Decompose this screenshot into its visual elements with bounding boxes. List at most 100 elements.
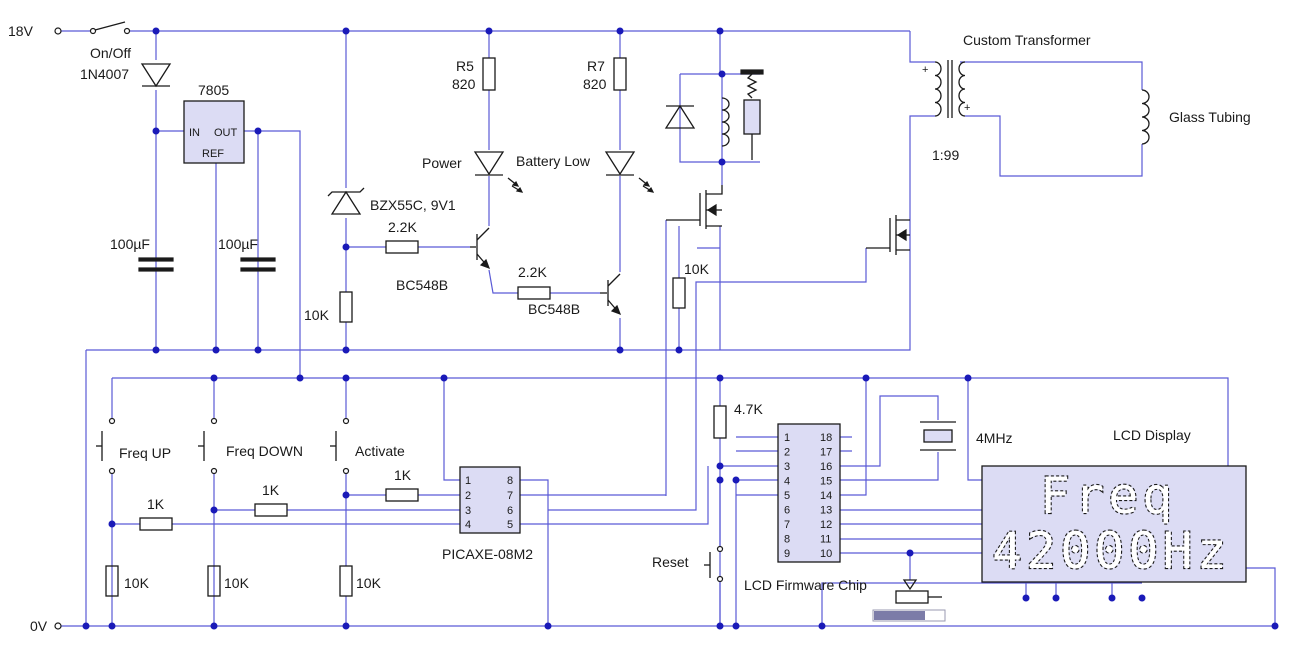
label-reg-ref: REF [202,148,224,160]
resistor-reset-4k7 [713,405,727,439]
label-battery-led: Battery Low [516,153,591,169]
label-reg-out: OUT [214,127,238,139]
chip-pin-6: 6 [784,505,790,517]
resistor-r5 [482,57,496,91]
junctions [82,27,1279,630]
label-q1: BC548B [396,277,448,293]
chip-pin-10: 10 [820,548,832,560]
label-r-down: 1K [262,482,280,498]
terminal-0v [54,622,62,630]
label-diode: 1N4007 [80,66,129,82]
resistor-r7 [613,57,627,91]
chip-pin-1: 1 [784,432,790,444]
label-pd2: 10K [224,575,250,591]
chip-pin-14: 14 [820,490,832,502]
relay-coil [721,97,730,147]
capacitor-2 [240,257,276,272]
resistor-freq-down-1k [254,503,288,517]
relay-solenoid [740,69,764,160]
custom-transformer: + + [922,60,970,118]
pic-pin-4: 4 [465,519,471,531]
label-0v: 0V [30,618,48,634]
lcd-display: Freq 42000Hz [981,465,1247,583]
crystal-4mhz [920,421,956,451]
chip-pin-7: 7 [784,519,790,531]
chip-pin-17: 17 [820,447,832,459]
resistor-pulldown-3 [339,565,353,597]
zener-diode [327,187,365,215]
chip-pin-9: 9 [784,548,790,560]
lcd-line-2: 42000Hz [992,522,1231,580]
label-r-act: 1K [394,467,412,483]
chip-pin-4: 4 [784,476,790,488]
label-cap1: 100µF [110,236,150,252]
pic-pin-3: 3 [465,505,471,517]
pic-pin-5: 5 [507,519,513,531]
resistor-base-q1 [385,240,419,254]
label-freq-up: Freq UP [119,445,171,461]
chip-pin-13: 13 [820,505,832,517]
chip-pin-12: 12 [820,519,832,531]
regulator-7805: IN OUT REF [183,100,245,164]
picaxe-08m2-chip: 1 2 3 4 8 7 6 5 [459,466,521,534]
power-switch[interactable] [89,21,131,35]
mosfet-1 [666,185,723,229]
lcd-line-1: Freq [1040,467,1176,525]
label-pd1: 10K [124,575,150,591]
button-activate[interactable] [330,417,350,475]
label-power-led: Power [422,155,462,171]
label-crystal: 4MHz [976,430,1013,446]
label-regulator: 7805 [198,82,229,98]
led-battery-low [604,151,655,193]
label-q2: BC548B [528,301,580,317]
pic-pin-2: 2 [465,490,471,502]
led-power [473,151,524,193]
label-lcd-display: LCD Display [1113,427,1191,443]
terminal-18v [54,27,62,35]
label-r-gate: 10K [684,261,710,277]
pic-pin-1: 1 [465,475,471,487]
label-reg-in: IN [189,127,200,139]
chip-pin-3: 3 [784,461,790,473]
chip-pin-2: 2 [784,447,790,459]
capacitor-1 [138,257,174,272]
label-switch: On/Off [90,45,131,61]
contrast-potentiometer[interactable] [895,579,942,604]
label-r-reset: 4.7K [734,401,763,417]
relay-diode [664,104,696,129]
pic-pin-6: 6 [507,505,513,517]
label-r7-value: 820 [583,76,607,92]
pic-pin-8: 8 [507,475,513,487]
resistor-pulldown-1 [105,565,119,597]
mosfet-2 [866,215,910,255]
svg-text:+: + [964,102,970,114]
resistor-pulldown-2 [207,565,221,597]
button-freq-up[interactable] [96,417,116,475]
label-r5: R5 [456,58,474,74]
label-r5-value: 820 [452,76,476,92]
transistor-q1 [470,227,491,270]
svg-text:+: + [922,64,928,76]
chip-pin-16: 16 [820,461,832,473]
label-r-base2: 2.2K [518,264,547,280]
resistor-base-q2 [517,286,551,300]
button-freq-down[interactable] [198,417,218,475]
pic-pin-7: 7 [507,490,513,502]
label-reset: Reset [652,554,689,570]
resistor-freq-up-1k [139,517,173,531]
chip-pin-8: 8 [784,534,790,546]
label-lcd-chip: LCD Firmware Chip [744,577,867,593]
label-r-base1: 2.2K [388,219,417,235]
label-transformer: Custom Transformer [963,32,1091,48]
label-pd3: 10K [356,575,382,591]
transistor-q2 [600,273,622,316]
wires [61,30,1276,627]
glass-tubing-coil [1141,89,1150,145]
slider-control[interactable] [872,609,946,622]
label-r-up: 1K [147,496,165,512]
button-reset[interactable] [704,545,724,583]
label-glass-tubing: Glass Tubing [1169,109,1251,125]
